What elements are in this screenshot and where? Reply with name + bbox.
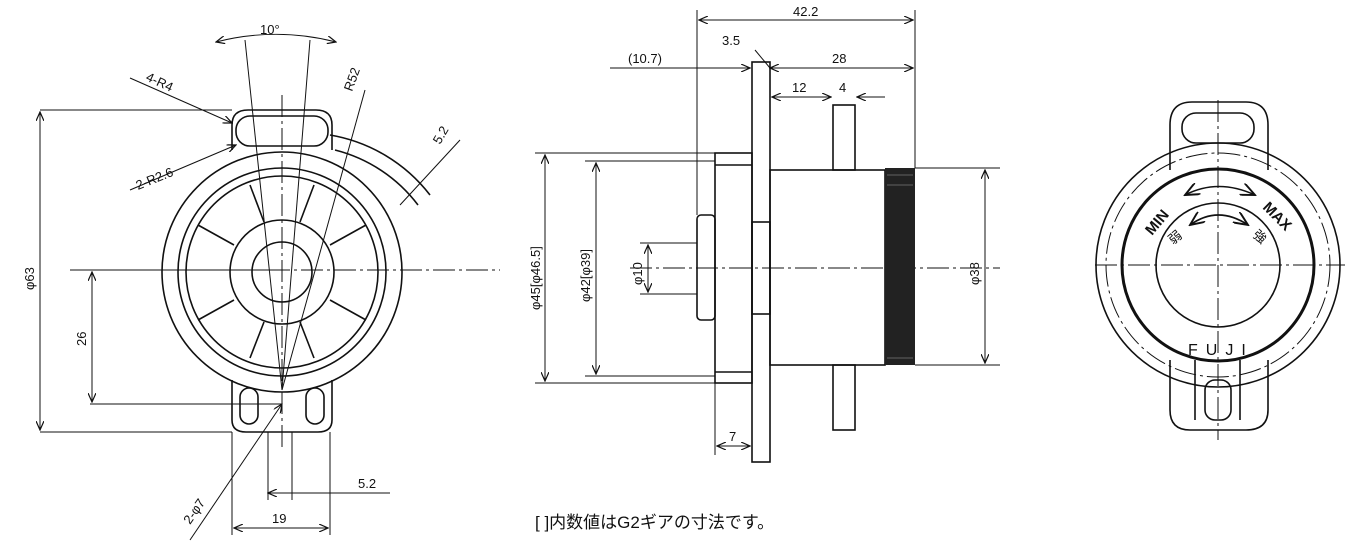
weak-label: 弱 [1165, 227, 1185, 247]
height-label: φ63 [22, 267, 37, 290]
flange-thickness-label: 3.5 [722, 33, 740, 48]
brand-label: FUJI [1188, 342, 1254, 359]
shaft-width-label: 4 [839, 80, 846, 95]
front-view: 10° 4-R4 R52 5.2 2-R2.6 φ63 26 2-φ7 19 5… [22, 22, 500, 541]
arc-width-label: 5.2 [430, 123, 452, 146]
gear-diameter-label: φ42[φ39] [578, 249, 593, 302]
rear-view: MIN MAX 弱 強 FUJI [1095, 100, 1345, 440]
body-length-label: 28 [832, 51, 846, 66]
shaft-position-label: 12 [792, 80, 806, 95]
max-label: MAX [1259, 199, 1295, 235]
outer-diameter-label: φ45[φ46.5] [528, 246, 543, 310]
offset-label: 26 [74, 332, 89, 346]
overall-length-label: 42.2 [793, 4, 818, 19]
knob-diameter-label: φ38 [967, 262, 982, 285]
tab-width-label: 19 [272, 511, 286, 526]
strong-label: 強 [1250, 227, 1270, 247]
holes-label: 2-φ7 [180, 496, 208, 527]
tab-offset-label: 5.2 [358, 476, 376, 491]
front-offset-label: (10.7) [628, 51, 662, 66]
small-radius-label: 2-R2.6 [134, 164, 176, 193]
arc-radius-label: R52 [341, 65, 363, 93]
side-view: 42.2 3.5 (10.7) 28 12 4 φ45[φ46.5] φ42[φ… [528, 4, 1000, 532]
flange-width-label: 7 [729, 429, 736, 444]
hub-diameter-label: φ10 [630, 262, 645, 285]
note-text: [ ]内数値はG2ギアの寸法です。 [535, 513, 774, 532]
angle-label: 10° [260, 22, 280, 37]
